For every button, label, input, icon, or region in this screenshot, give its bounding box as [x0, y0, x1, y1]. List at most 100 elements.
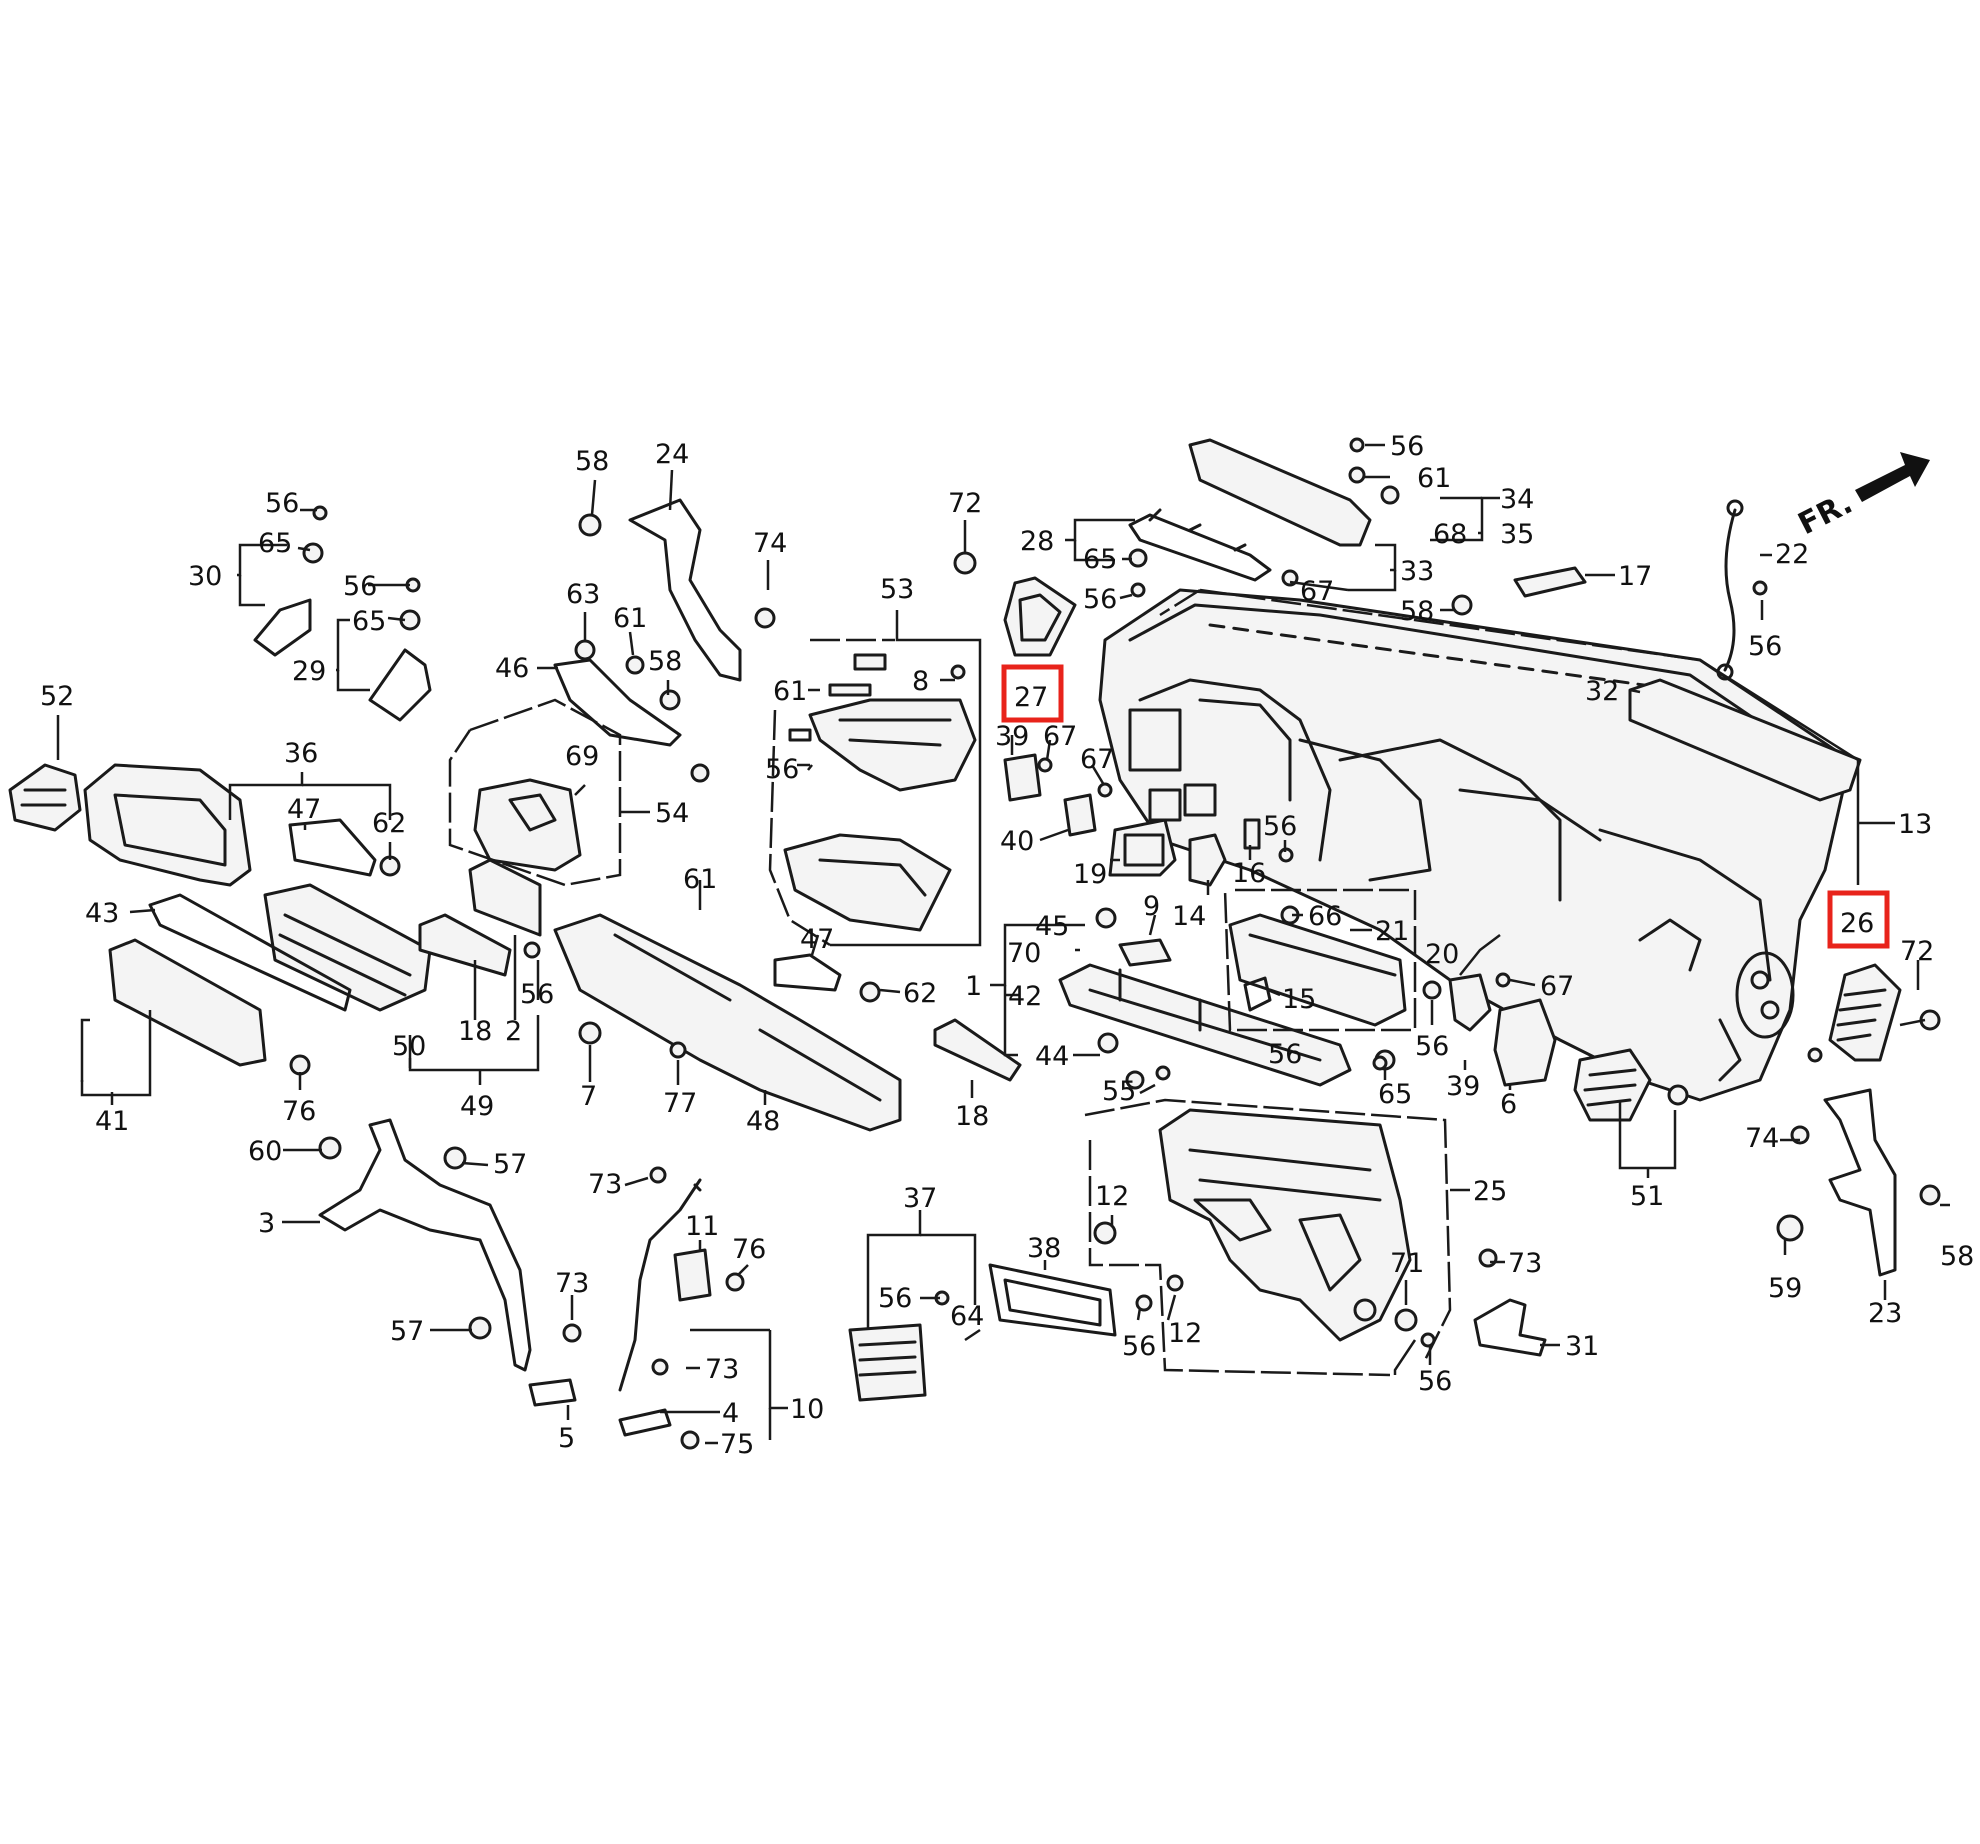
clip-4-part [618, 1408, 672, 1437]
callout-40: 40 [1000, 826, 1034, 857]
callout-65d: 65 [1378, 1079, 1412, 1110]
callout-30: 30 [188, 561, 222, 592]
callout-5: 5 [558, 1423, 575, 1454]
callout-13: 13 [1898, 809, 1932, 840]
callout-61b: 61 [773, 676, 807, 707]
vent-37-part [848, 1323, 927, 1402]
callout-18a: 18 [458, 1016, 492, 1047]
callout-56g: 56 [1263, 811, 1297, 842]
callout-55: 55 [1102, 1076, 1136, 1107]
callout-56k: 56 [1122, 1331, 1156, 1362]
panel-41-part [108, 938, 267, 1067]
callout-47a: 47 [287, 794, 321, 825]
callout-61c: 61 [1417, 463, 1451, 494]
callout-49: 49 [460, 1091, 494, 1122]
callout-48: 48 [746, 1106, 780, 1137]
bracket-23-part [1823, 1088, 1897, 1277]
callout-35: 35 [1500, 519, 1534, 550]
callout-28: 28 [1020, 526, 1054, 557]
callout-67a: 67 [1043, 721, 1077, 752]
callout-1: 1 [965, 971, 982, 1002]
callout-76b: 76 [282, 1096, 316, 1127]
part-illustrations [8, 437, 1941, 1450]
callout-74b: 74 [1745, 1123, 1779, 1154]
callout-51: 51 [1630, 1181, 1664, 1212]
callout-20: 20 [1425, 939, 1459, 970]
callout-72a: 72 [948, 488, 982, 519]
callout-8: 8 [912, 666, 929, 697]
callout-15: 15 [1282, 984, 1316, 1015]
heater-unit-part [1158, 1108, 1412, 1342]
callout-67b: 67 [1080, 744, 1114, 775]
clip-17-part [1513, 566, 1587, 598]
front-direction-label: FR. [1793, 486, 1858, 542]
callout-52: 52 [40, 681, 74, 712]
callout-56b: 56 [343, 571, 377, 602]
box-19-part [1108, 818, 1177, 877]
callout-65b: 65 [352, 606, 386, 637]
callout-60: 60 [248, 1136, 282, 1167]
callout-56a: 56 [265, 488, 299, 519]
callout-12a: 12 [1095, 1181, 1129, 1212]
frame-38-part [988, 1263, 1117, 1337]
callout-6: 6 [1500, 1089, 1517, 1120]
bracket-24-part [628, 498, 742, 682]
callout-56m: 56 [1268, 1039, 1302, 1070]
callout-73d: 73 [1508, 1248, 1542, 1279]
callout-76a: 76 [732, 1234, 766, 1265]
callout-71: 71 [1390, 1248, 1424, 1279]
switch-40-part [1063, 793, 1097, 837]
highlight-box-26 [1827, 890, 1890, 949]
callout-38: 38 [1027, 1233, 1061, 1264]
callout-labels: 1 2 3 4 5 6 7 8 9 10 11 12 12 13 14 15 1… [40, 431, 1974, 1460]
callout-57a: 57 [493, 1149, 527, 1180]
callout-33: 33 [1400, 556, 1434, 587]
callout-63: 63 [566, 579, 600, 610]
callout-68: 68 [1433, 519, 1467, 550]
box-6-part [1493, 998, 1557, 1087]
callout-58a: 58 [575, 446, 609, 477]
callout-39b: 39 [1446, 1071, 1480, 1102]
callout-56e: 56 [1390, 431, 1424, 462]
clip-11-part [673, 1248, 712, 1302]
callout-46: 46 [495, 653, 529, 684]
callout-56h: 56 [1415, 1031, 1449, 1062]
callout-56c: 56 [765, 754, 799, 785]
vent-52-part [8, 763, 82, 832]
callout-56d: 56 [1083, 584, 1117, 615]
callout-77: 77 [663, 1088, 697, 1119]
callout-10: 10 [790, 1394, 824, 1425]
callout-23: 23 [1868, 1298, 1902, 1329]
callout-31: 31 [1565, 1331, 1599, 1362]
panel-47a-part [288, 818, 377, 877]
bracket-30-part [253, 598, 312, 657]
callout-50: 50 [392, 1031, 426, 1062]
callout-67c: 67 [1300, 576, 1334, 607]
callout-25: 25 [1473, 1176, 1507, 1207]
pad-9-part [1118, 938, 1172, 967]
panel-43-part [148, 893, 352, 1012]
callout-19: 19 [1073, 859, 1107, 890]
callout-7: 7 [580, 1081, 597, 1112]
callout-45: 45 [1035, 911, 1069, 942]
switch-39b-part [1448, 973, 1492, 1032]
callout-66: 66 [1308, 901, 1342, 932]
callout-2: 2 [505, 1016, 522, 1047]
callout-21: 21 [1375, 916, 1409, 947]
callout-16: 16 [1232, 858, 1266, 889]
callout-43: 43 [85, 898, 119, 929]
callout-17: 17 [1618, 561, 1652, 592]
switch-39a-part [1003, 753, 1042, 802]
callout-53: 53 [880, 574, 914, 605]
callout-9: 9 [1143, 891, 1160, 922]
callout-39a: 39 [995, 721, 1029, 752]
bar-18b-part [933, 1018, 1022, 1082]
trim-27-part [1003, 576, 1077, 657]
instrument-hood-part [83, 763, 252, 887]
callout-73b: 73 [555, 1268, 589, 1299]
callout-3: 3 [258, 1208, 275, 1239]
top-strip-part [1628, 678, 1862, 802]
brace-3-part [318, 1118, 532, 1372]
bracket-29-part [368, 648, 432, 722]
callout-67d: 67 [1540, 971, 1574, 1002]
